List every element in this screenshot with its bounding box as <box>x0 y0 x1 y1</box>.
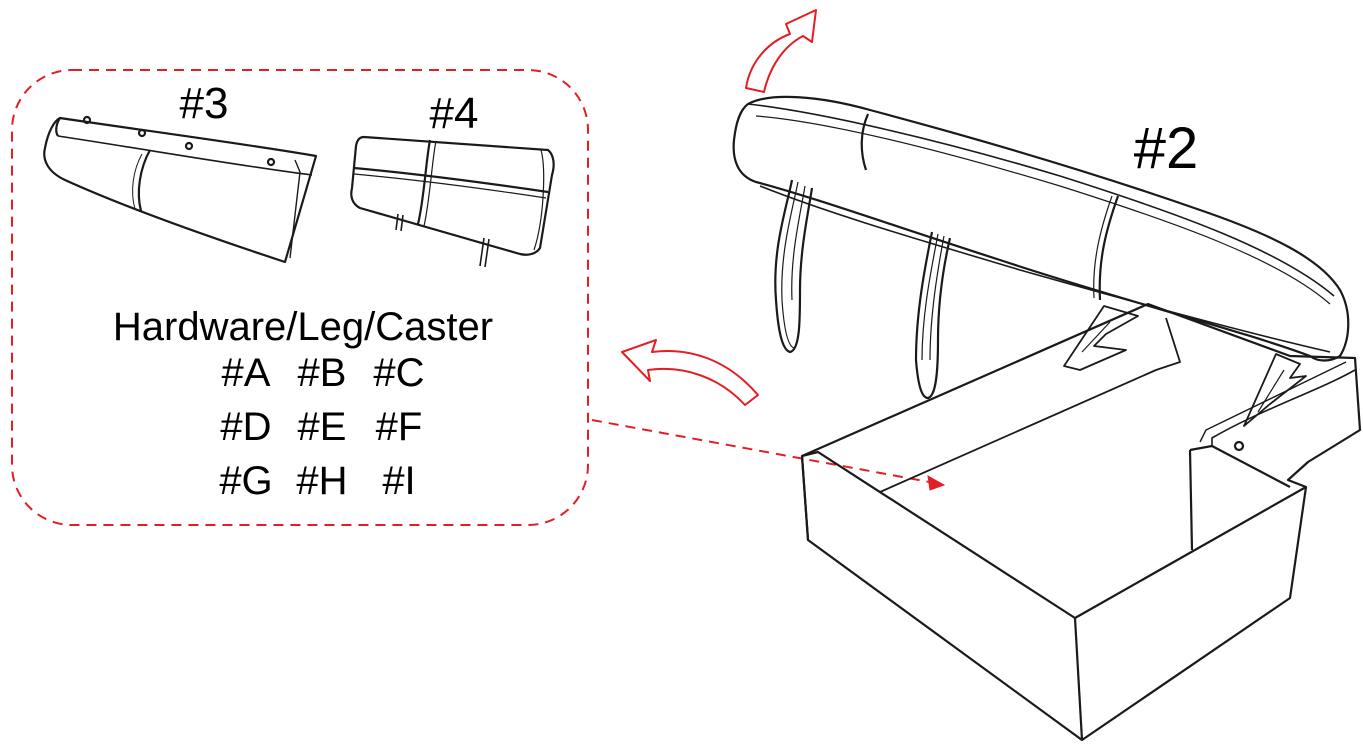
curved-arrow-left-icon <box>621 339 759 406</box>
hardware-item: #E <box>298 405 347 449</box>
hardware-item: #G <box>219 459 272 503</box>
hardware-item: #I <box>382 459 415 503</box>
pointer-arrow <box>591 419 946 491</box>
hardware-item: #D <box>220 405 271 449</box>
part-3-label: #3 <box>180 79 229 128</box>
hardware-title: Hardware/Leg/Caster <box>113 305 493 349</box>
hardware-list: #A #B #C #D #E #F #G #H #I <box>219 351 424 503</box>
hardware-item: #B <box>298 351 347 395</box>
part-3-back-cushion <box>43 115 318 264</box>
curved-arrow-up-icon <box>745 9 817 93</box>
part-2-label: #2 <box>1134 116 1199 181</box>
part-4-label: #4 <box>430 89 479 138</box>
hardware-item: #H <box>296 459 347 503</box>
hardware-item: #A <box>222 351 271 395</box>
hardware-item: #F <box>376 405 423 449</box>
hardware-item: #C <box>373 351 424 395</box>
part-2-storage-ottoman <box>732 95 1362 742</box>
parts-callout-box <box>11 69 589 526</box>
part-4-headrest <box>350 135 555 268</box>
